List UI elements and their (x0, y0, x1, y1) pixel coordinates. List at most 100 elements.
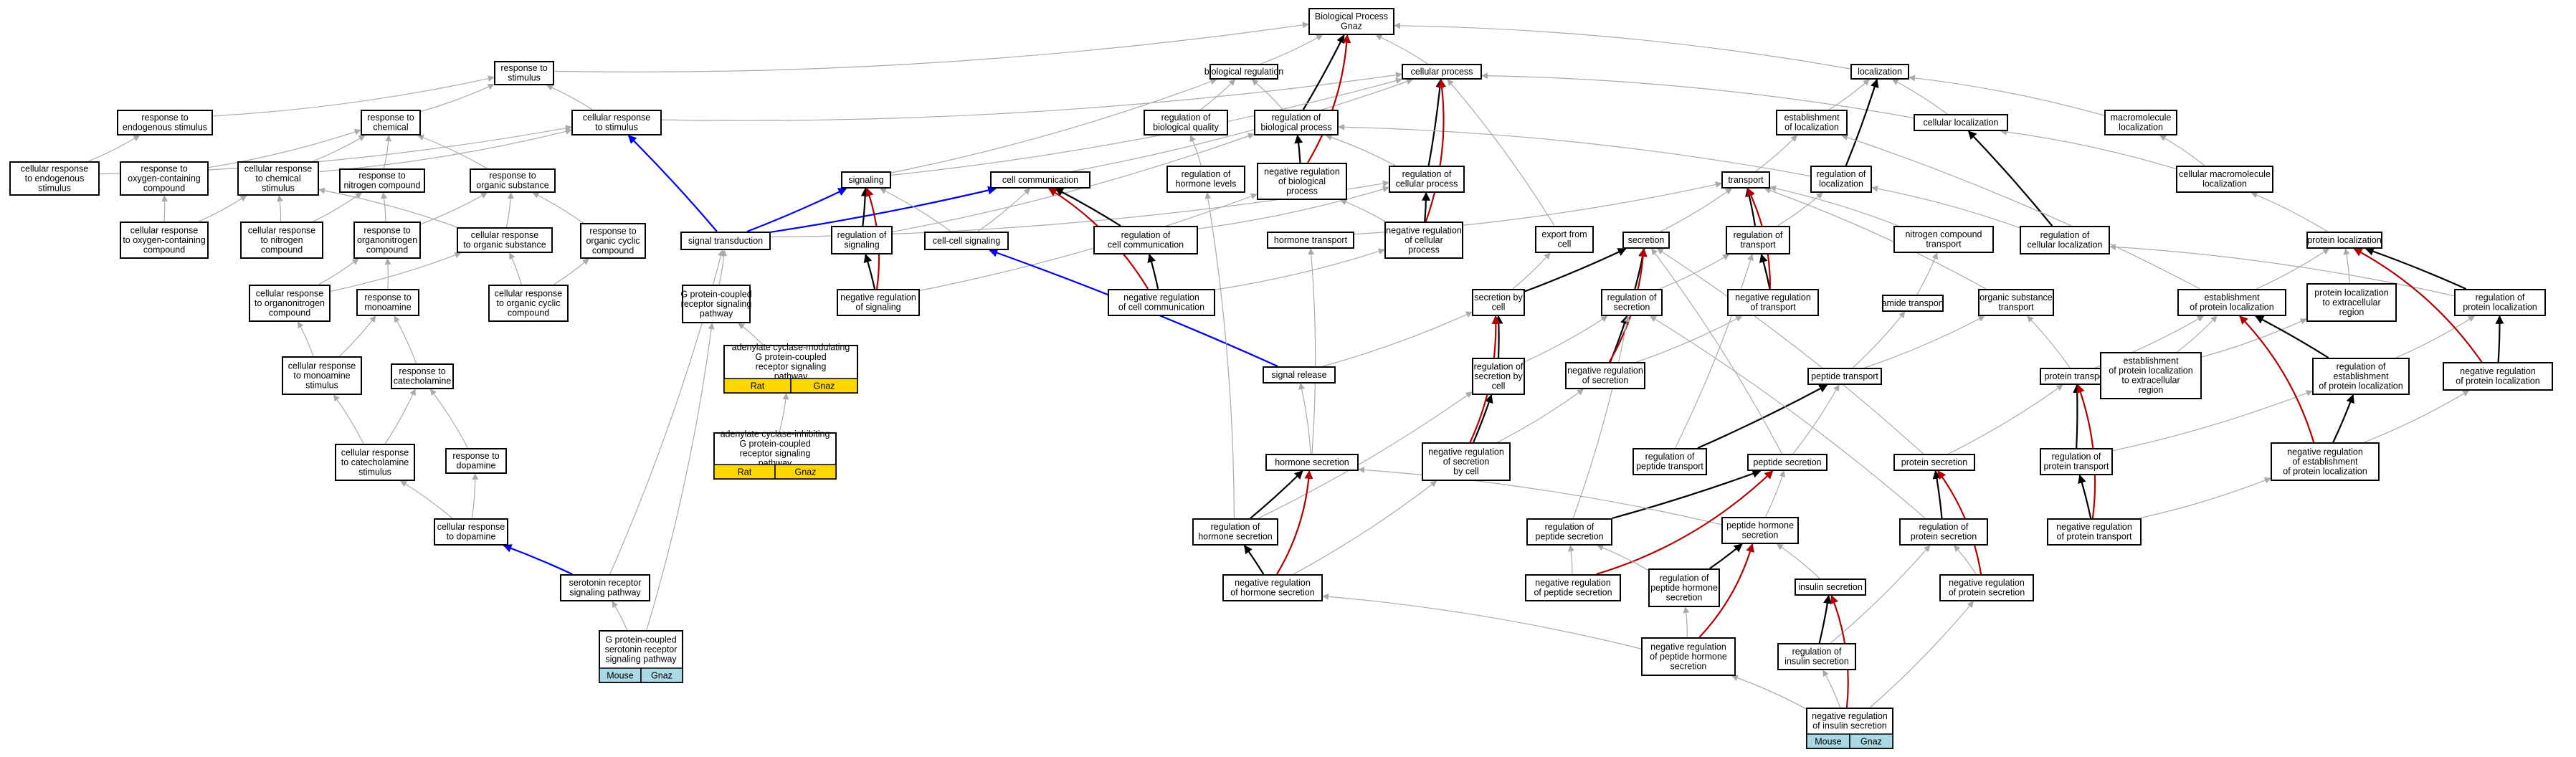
go-term-node-amide-trans[interactable]: amide transport (1882, 295, 1944, 312)
go-term-node-prot-sec[interactable]: protein secretion (1893, 454, 1975, 471)
go-term-node-insulin-sec[interactable]: insulin secretion (1795, 579, 1866, 596)
go-term-node-transport[interactable]: transport (1721, 171, 1770, 189)
edge-reg_sec_cell-to-reg_sec (1524, 315, 1608, 363)
go-term-node-prot-trans[interactable]: protein transport (2040, 368, 2114, 385)
go-term-node-sig-trans[interactable]: signal transduction (680, 232, 771, 250)
go-term-node-prot-loc[interactable]: protein localization (2306, 232, 2382, 249)
node-label-line: catecholamine (394, 376, 452, 386)
go-term-node-pep-sec[interactable]: peptide secretion (1747, 454, 1828, 471)
go-term-node-secretion[interactable]: secretion (1622, 232, 1670, 249)
go-term-node-cell-comm[interactable]: cell communication (990, 171, 1090, 189)
edge-resp_orgnitro-to-resp_nitro (381, 192, 388, 222)
go-term-node-horm-sec[interactable]: hormone secretion (1265, 454, 1359, 471)
edge-resp_orgcyc-to-resp_org (532, 192, 584, 224)
species-label: Gnaz (814, 381, 835, 391)
node-label-line: hormone secretion (1198, 532, 1273, 542)
go-term-node-localization[interactable]: localization (1850, 64, 1909, 80)
go-term-node-peptide-trans[interactable]: peptide transport (1807, 368, 1882, 385)
node-label-line: secretion by (1474, 292, 1523, 303)
go-term-node-cell-loc[interactable]: cellular localization (1914, 114, 2008, 131)
go-term-node-signaling[interactable]: signaling (841, 171, 891, 189)
go-term-node-bio-qual[interactable]: biological regulation (1204, 64, 1284, 80)
go-term-node-cc-sig[interactable]: cell-cell signaling (924, 232, 1009, 250)
node-label-line: negative regulation (1650, 642, 1726, 652)
node-label-line: establishment (2123, 356, 2179, 366)
go-term-node-horm-trans[interactable]: hormone transport (1267, 232, 1354, 249)
edge-signaling-to-cell_proc (890, 77, 1402, 176)
go-term-node-signal-release[interactable]: signal release (1263, 366, 1336, 384)
go-term-node-cell-proc[interactable]: cellular process (1402, 64, 1482, 80)
